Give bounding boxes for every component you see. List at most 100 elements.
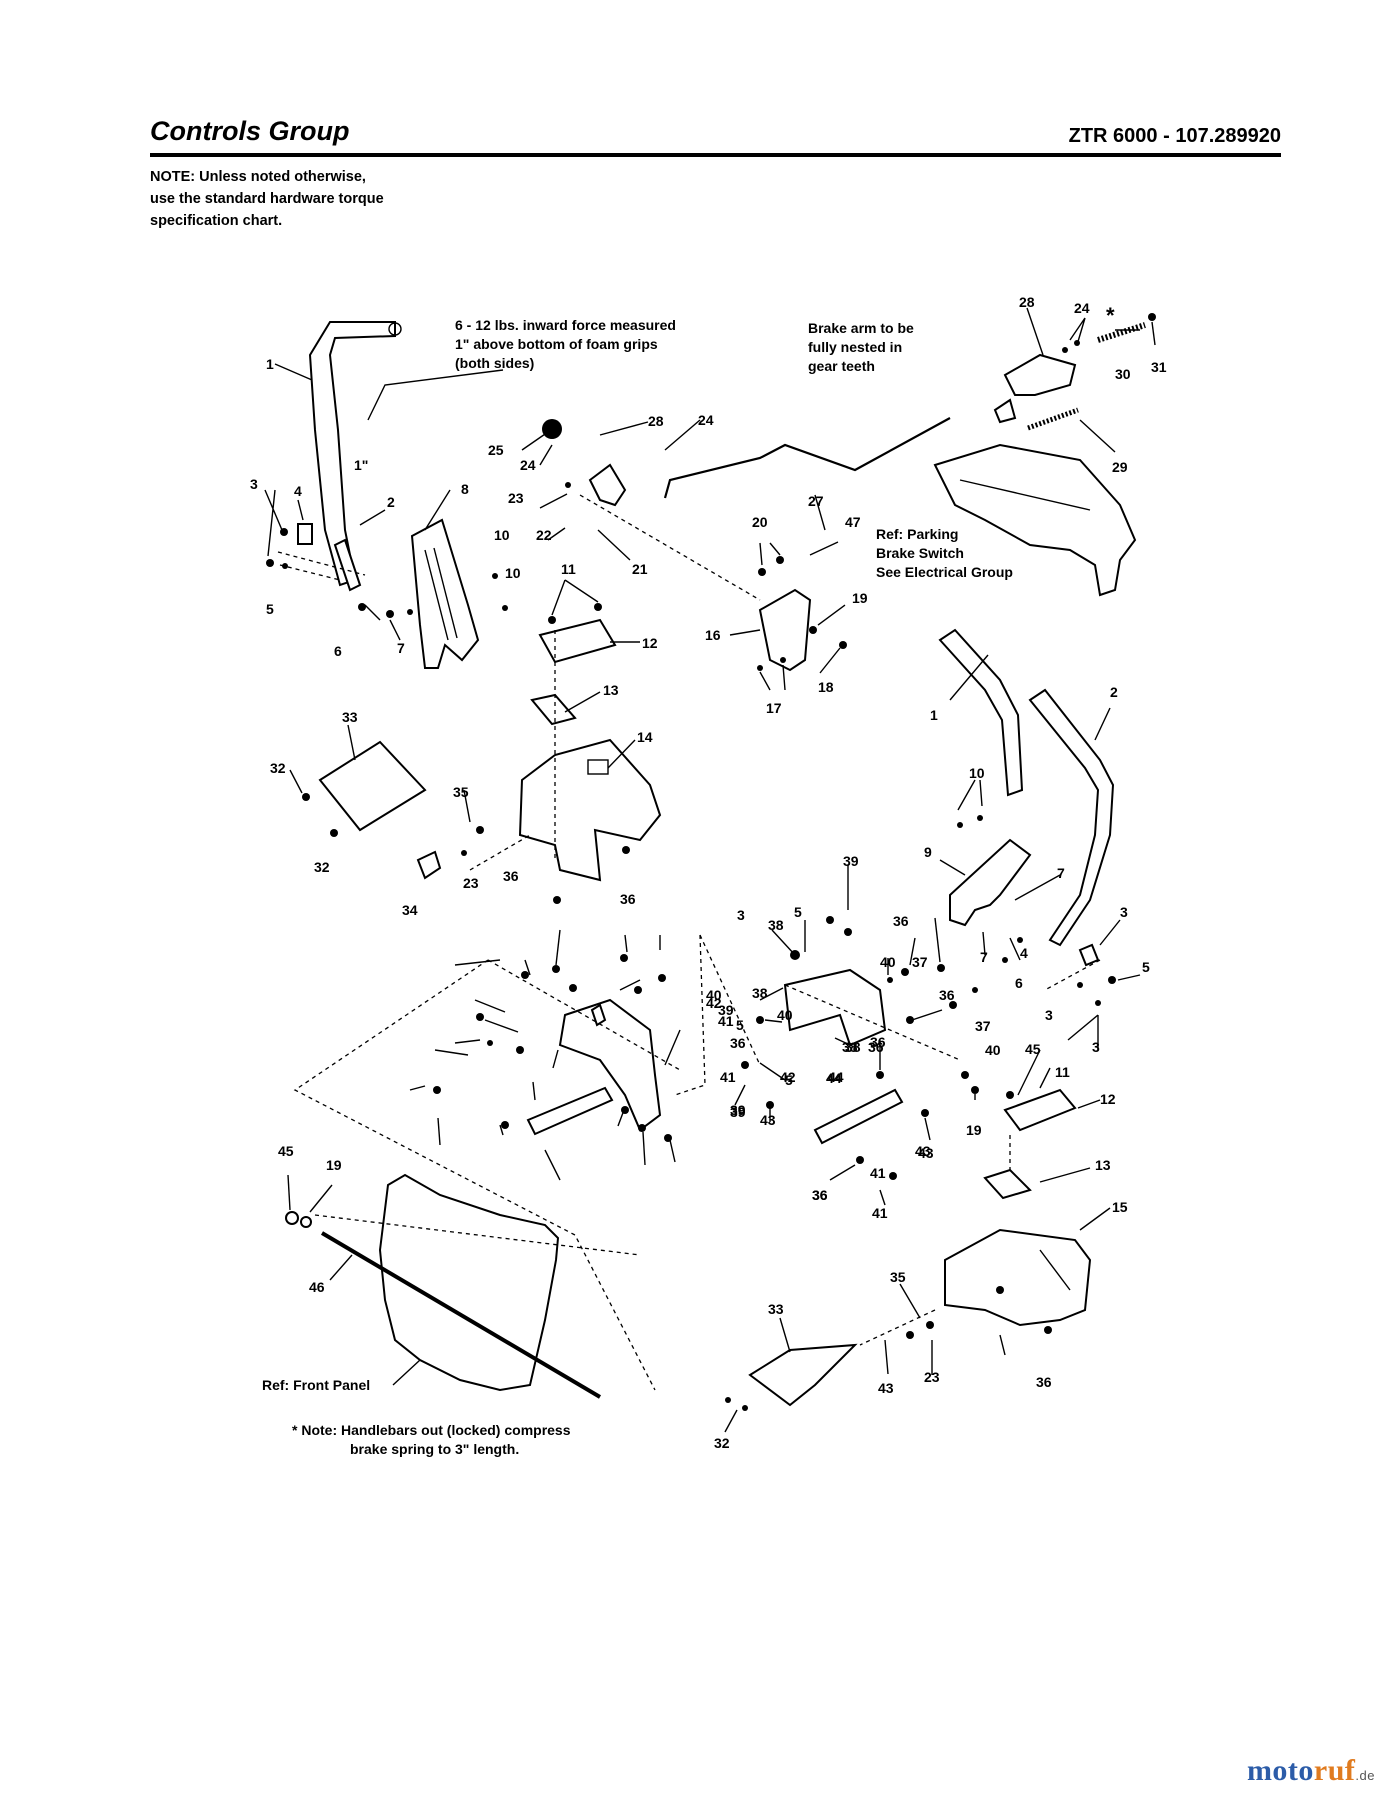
control-plate-8 xyxy=(410,518,480,669)
part-label: 41 xyxy=(720,1069,736,1085)
part-label: 33 xyxy=(768,1301,784,1317)
bracket-12-right xyxy=(1003,1088,1077,1132)
part-label: 18 xyxy=(818,679,834,695)
part-label: 44 xyxy=(828,1069,844,1085)
part-label: 5 xyxy=(266,601,274,617)
part-label: 21 xyxy=(632,561,648,577)
part-label: 30 xyxy=(1115,366,1131,382)
part-label: 5 xyxy=(736,1017,744,1033)
part-label: 10 xyxy=(505,565,521,581)
header-rule xyxy=(150,153,1281,157)
shaft-46 xyxy=(320,1231,602,1399)
part-label: 39 xyxy=(718,1002,734,1018)
part-label: 36 xyxy=(893,913,909,929)
part-label: 6 xyxy=(1015,975,1023,991)
part-label: 1 xyxy=(266,356,274,372)
force-note-line-1: 6 - 12 lbs. inward force measured xyxy=(455,317,676,333)
part-label: 38 xyxy=(842,1039,858,1055)
part-label: 39 xyxy=(730,1104,746,1120)
torque-note-line-2: use the standard hardware torque xyxy=(150,191,384,207)
part-label: 10 xyxy=(494,527,510,543)
part-label: 43 xyxy=(760,1112,776,1128)
part-label: 23 xyxy=(924,1369,940,1385)
asterisk-mark: * xyxy=(1106,303,1115,328)
part-number-labels: 1 2 3 4 5 6 7 8 10 10 11 12 13 14 33 32 … xyxy=(250,294,1167,1451)
damper-44-right xyxy=(813,1088,904,1145)
part-label: 14 xyxy=(637,729,653,745)
frame-reference xyxy=(933,443,1137,597)
parking-note-line-2: Brake Switch xyxy=(876,545,964,561)
part-label: 33 xyxy=(342,709,358,725)
force-note-line-2: 1" above bottom of foam grips xyxy=(455,336,658,352)
part-label: 38 xyxy=(845,1039,861,1055)
plate-9 xyxy=(949,838,1032,927)
part-label: 24 xyxy=(1074,300,1090,316)
part-label: 31 xyxy=(1151,359,1167,375)
part-label: 45 xyxy=(1025,1041,1041,1057)
spring-29 xyxy=(1027,407,1079,431)
part-label: 24 xyxy=(698,412,714,428)
parts-artwork xyxy=(285,321,1146,1407)
part-label: 40 xyxy=(777,1007,793,1023)
part-label: 13 xyxy=(603,682,619,698)
watermark-logo: motoruf.de xyxy=(1247,1754,1375,1788)
part-label: 3 xyxy=(1045,1007,1053,1023)
part-label: 22 xyxy=(536,527,552,543)
brake-arm-note-line-2: fully nested in xyxy=(808,339,902,355)
part-label: 3 xyxy=(250,476,258,492)
part-label: 36 xyxy=(812,1187,828,1203)
part-label: 8 xyxy=(461,481,469,497)
part-label: 16 xyxy=(705,627,721,643)
part-label: 38 xyxy=(768,917,784,933)
part-label: 42 xyxy=(706,995,722,1011)
part-label: 44 xyxy=(826,1070,842,1086)
brand-part-2: ruf xyxy=(1313,1754,1356,1787)
part-label: 40 xyxy=(985,1042,1001,1058)
part-label: 41 xyxy=(870,1165,886,1181)
part-label: 5 xyxy=(1142,959,1150,975)
part-label: 37 xyxy=(912,954,928,970)
part-label: 3 xyxy=(737,907,745,923)
part-label: 15 xyxy=(1112,1199,1128,1215)
part-label: 4 xyxy=(1020,945,1028,961)
damper-44-left xyxy=(526,1086,614,1136)
part-label: 17 xyxy=(766,700,782,716)
part-label: 35 xyxy=(890,1269,906,1285)
brand-part-1: moto xyxy=(1246,1754,1314,1787)
part-label: 40 xyxy=(880,954,896,970)
bracket-12 xyxy=(538,618,617,664)
torque-note-line-3: specification chart. xyxy=(150,213,283,229)
part-label: 19 xyxy=(966,1122,982,1138)
part-label: 36 xyxy=(620,891,636,907)
front-panel-reference xyxy=(378,1173,560,1392)
part-label: 28 xyxy=(648,413,664,429)
part-label: 43 xyxy=(915,1143,931,1159)
part-label: 46 xyxy=(309,1279,325,1295)
part-label: 9 xyxy=(924,844,932,860)
inch-note: 1" xyxy=(354,457,368,473)
part-label: 43 xyxy=(918,1145,934,1161)
part-label: 19 xyxy=(852,590,868,606)
pivot-bracket-left xyxy=(558,998,662,1132)
bracket-16 xyxy=(758,588,812,672)
part-label: 43 xyxy=(878,1380,894,1396)
brake-arm-28 xyxy=(1003,353,1077,396)
part-label: 7 xyxy=(397,640,405,656)
brake-arm-note-line-1: Brake arm to be xyxy=(808,320,914,336)
brake-arm-note-line-3: gear teeth xyxy=(808,358,875,374)
housing-14 xyxy=(518,738,662,882)
part-label: 41 xyxy=(872,1205,888,1221)
part-label: 36 xyxy=(870,1034,886,1050)
part-label: 12 xyxy=(1100,1091,1116,1107)
page-title: Controls Group xyxy=(150,116,350,146)
part-label: 6 xyxy=(334,643,342,659)
torque-note-line-1: NOTE: Unless noted otherwise, xyxy=(150,169,366,185)
part-label: 36 xyxy=(812,1187,828,1203)
model-number: ZTR 6000 - 107.289920 xyxy=(1068,125,1281,147)
part-label: 5 xyxy=(785,1072,793,1088)
pivot-bracket-right xyxy=(783,968,887,1047)
part-label: 36 xyxy=(939,987,955,1003)
part-label: 3 xyxy=(1120,904,1128,920)
part-label: 7 xyxy=(980,949,988,965)
